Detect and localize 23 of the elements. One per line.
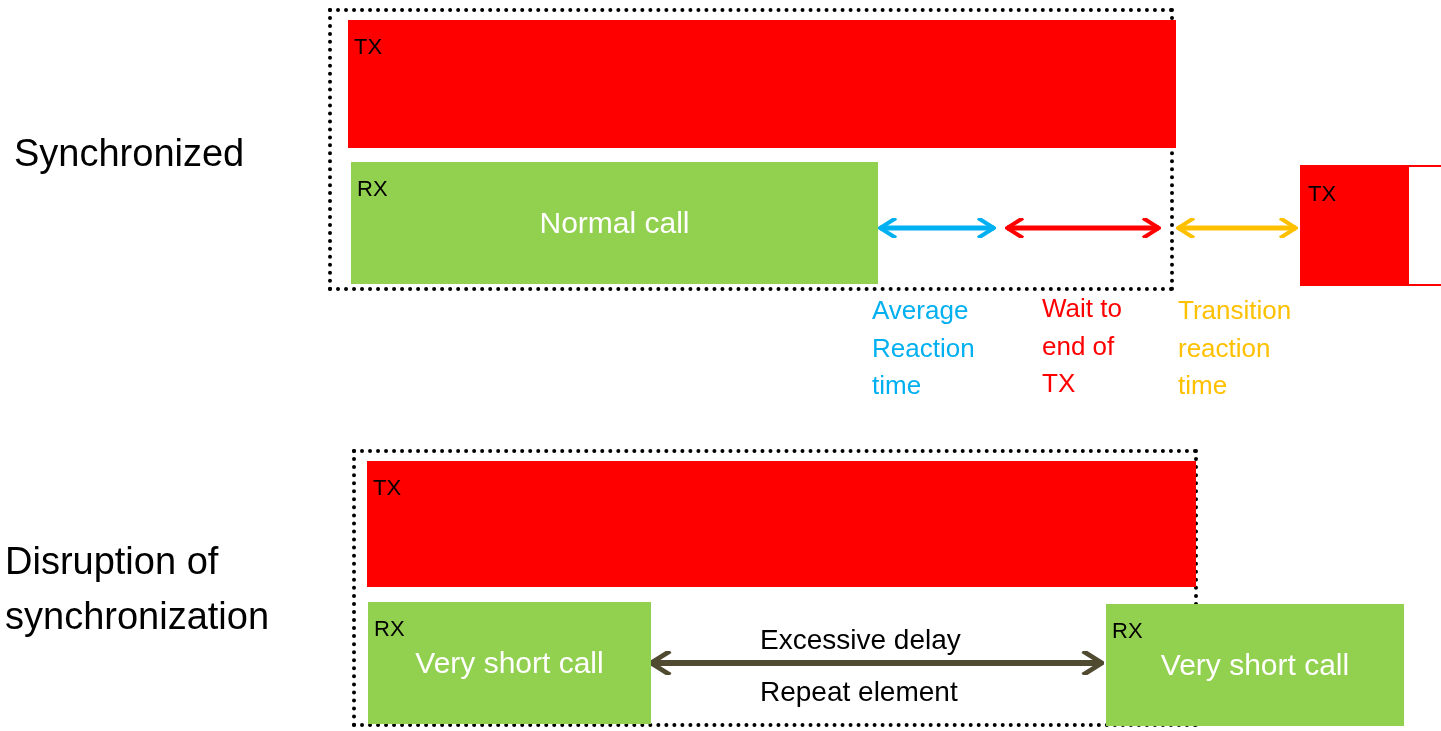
interval-label: Transition reaction time	[1178, 294, 1293, 403]
signal-name: RX	[374, 616, 405, 642]
rx-bar	[351, 162, 878, 284]
tx-bar	[1300, 165, 1441, 286]
rx-bar	[1106, 604, 1404, 726]
signal-name: TX	[354, 34, 383, 60]
call-label: Very short call	[1159, 648, 1351, 682]
interval-label: Wait to end of TX	[1042, 292, 1123, 401]
call-label: Very short call	[414, 646, 605, 680]
signal-name: TX	[373, 475, 402, 501]
edge-note: Repeat element	[760, 675, 959, 709]
tx-bar	[367, 461, 1196, 587]
row-title: Synchronized	[14, 131, 246, 176]
interval-label: Average Reaction time	[872, 294, 976, 403]
signal-name: RX	[1112, 618, 1143, 644]
row-title: Disruption of synchronization	[5, 539, 271, 640]
signal-name: RX	[357, 176, 388, 202]
signal-name: TX	[1308, 181, 1337, 207]
rx-bar	[368, 602, 651, 724]
tx-bar	[348, 20, 1176, 148]
double-arrow	[1176, 216, 1298, 240]
call-label: Normal call	[538, 206, 691, 240]
dotted-frame	[328, 8, 1174, 291]
